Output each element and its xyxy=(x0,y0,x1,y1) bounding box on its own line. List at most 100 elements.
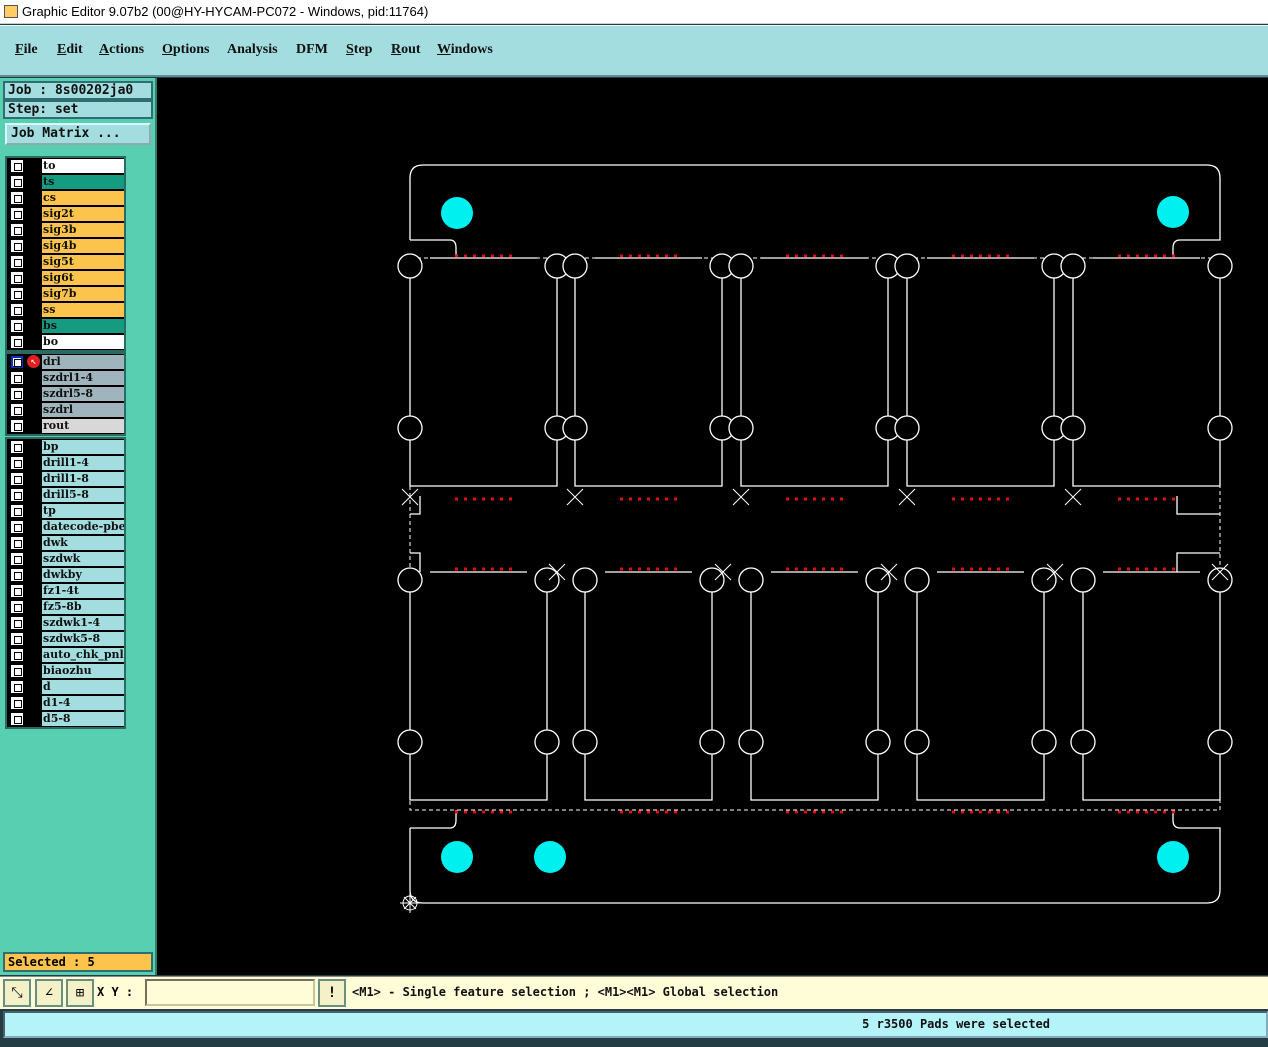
layer-checkbox[interactable] xyxy=(10,600,24,614)
layer-row[interactable]: sig5t xyxy=(7,254,124,270)
layer-checkbox[interactable] xyxy=(10,552,24,566)
layer-name[interactable]: rout xyxy=(42,419,124,433)
layer-name[interactable]: ss xyxy=(42,303,124,317)
layer-name[interactable]: szdwk5-8 xyxy=(42,632,124,646)
layer-name[interactable]: drl xyxy=(42,355,124,369)
layer-checkbox[interactable] xyxy=(10,303,24,317)
menu-actions[interactable]: Actions xyxy=(99,42,145,57)
alert-button[interactable]: ! xyxy=(318,979,346,1007)
layer-name[interactable]: sig2t xyxy=(42,207,124,221)
layer-row[interactable]: bs xyxy=(7,318,124,334)
layer-name[interactable]: biaozhu xyxy=(42,664,124,678)
layer-row[interactable]: sig7b xyxy=(7,286,124,302)
layer-checkbox[interactable] xyxy=(10,271,24,285)
layer-row[interactable]: d5-8 xyxy=(7,711,124,727)
layer-name[interactable]: d5-8 xyxy=(42,712,124,726)
layer-row[interactable]: ts xyxy=(7,174,124,190)
layer-row[interactable]: datecode-pbe xyxy=(7,519,124,535)
layer-name[interactable]: sig3b xyxy=(42,223,124,237)
layer-row[interactable]: szdrl5-8 xyxy=(7,386,124,402)
layer-name[interactable]: d1-4 xyxy=(42,696,124,710)
layer-name[interactable]: szdwk1-4 xyxy=(42,616,124,630)
layer-checkbox[interactable] xyxy=(10,712,24,726)
layer-name[interactable]: dwkby xyxy=(42,568,124,582)
layer-name[interactable]: d xyxy=(42,680,124,694)
layer-checkbox[interactable] xyxy=(10,355,24,369)
menu-file[interactable]: File xyxy=(15,42,38,57)
layer-name[interactable]: szdrl5-8 xyxy=(42,387,124,401)
layer-name[interactable]: sig6t xyxy=(42,271,124,285)
layer-name[interactable]: bo xyxy=(42,335,124,349)
layer-name[interactable]: fz1-4t xyxy=(42,584,124,598)
zoom-fit-button[interactable]: ⤡ xyxy=(3,979,31,1007)
menu-step[interactable]: Step xyxy=(346,42,373,57)
layer-checkbox[interactable] xyxy=(10,664,24,678)
layer-row[interactable]: ss xyxy=(7,302,124,318)
layer-row[interactable]: sig4b xyxy=(7,238,124,254)
panel-drawing[interactable] xyxy=(157,78,1268,975)
layer-checkbox[interactable] xyxy=(10,648,24,662)
layer-name[interactable]: drill1-4 xyxy=(42,456,124,470)
layer-checkbox[interactable] xyxy=(10,239,24,253)
layer-name[interactable]: bs xyxy=(42,319,124,333)
layer-row[interactable]: ↖drl xyxy=(7,354,124,370)
layer-name[interactable]: datecode-pbe xyxy=(42,520,124,534)
layer-checkbox[interactable] xyxy=(10,488,24,502)
layer-name[interactable]: szdwk xyxy=(42,552,124,566)
layer-row[interactable]: drill1-4 xyxy=(7,455,124,471)
layer-name[interactable]: bp xyxy=(42,440,124,454)
layer-row[interactable]: drill5-8 xyxy=(7,487,124,503)
layer-name[interactable]: sig7b xyxy=(42,287,124,301)
layer-checkbox[interactable] xyxy=(10,387,24,401)
menu-options[interactable]: Options xyxy=(162,42,210,57)
layer-checkbox[interactable] xyxy=(10,696,24,710)
job-matrix-button[interactable]: Job Matrix ... xyxy=(5,123,151,145)
layer-checkbox[interactable] xyxy=(10,419,24,433)
layer-checkbox[interactable] xyxy=(10,207,24,221)
menu-dfm[interactable]: DFM xyxy=(296,42,328,57)
layer-checkbox[interactable] xyxy=(10,456,24,470)
layer-row[interactable]: sig6t xyxy=(7,270,124,286)
layer-row[interactable]: drill1-8 xyxy=(7,471,124,487)
measure-button[interactable]: ∠ xyxy=(35,979,63,1007)
layer-row[interactable]: sig2t xyxy=(7,206,124,222)
layer-name[interactable]: tp xyxy=(42,504,124,518)
layer-row[interactable]: szdrl1-4 xyxy=(7,370,124,386)
layer-name[interactable]: fz5-8b xyxy=(42,600,124,614)
layer-checkbox[interactable] xyxy=(10,287,24,301)
layer-checkbox[interactable] xyxy=(10,223,24,237)
layer-checkbox[interactable] xyxy=(10,319,24,333)
layer-name[interactable]: drill1-8 xyxy=(42,472,124,486)
layer-row[interactable]: to xyxy=(7,158,124,174)
layer-checkbox[interactable] xyxy=(10,335,24,349)
layer-checkbox[interactable] xyxy=(10,371,24,385)
layer-name[interactable]: szdrl xyxy=(42,403,124,417)
layer-name[interactable]: to xyxy=(42,159,124,173)
layer-row[interactable]: sig3b xyxy=(7,222,124,238)
layer-name[interactable]: dwk xyxy=(42,536,124,550)
layer-checkbox[interactable] xyxy=(10,175,24,189)
layer-name[interactable]: szdrl1-4 xyxy=(42,371,124,385)
layer-row[interactable]: szdwk5-8 xyxy=(7,631,124,647)
layer-name[interactable]: sig4b xyxy=(42,239,124,253)
layer-checkbox[interactable] xyxy=(10,191,24,205)
layer-row[interactable]: szdwk1-4 xyxy=(7,615,124,631)
layer-row[interactable]: bo xyxy=(7,334,124,350)
layer-row[interactable]: szdrl xyxy=(7,402,124,418)
layer-row[interactable]: dwkby xyxy=(7,567,124,583)
layer-checkbox[interactable] xyxy=(10,680,24,694)
layer-row[interactable]: auto_chk_pnl xyxy=(7,647,124,663)
layer-row[interactable]: fz5-8b xyxy=(7,599,124,615)
layer-row[interactable]: cs xyxy=(7,190,124,206)
layer-row[interactable]: d xyxy=(7,679,124,695)
layer-checkbox[interactable] xyxy=(10,159,24,173)
layer-name[interactable]: cs xyxy=(42,191,124,205)
layer-checkbox[interactable] xyxy=(10,584,24,598)
layer-name[interactable]: sig5t xyxy=(42,255,124,269)
graphic-canvas[interactable] xyxy=(157,78,1268,975)
layer-row[interactable]: biaozhu xyxy=(7,663,124,679)
layer-checkbox[interactable] xyxy=(10,520,24,534)
xy-input[interactable] xyxy=(145,979,315,1006)
layer-checkbox[interactable] xyxy=(10,568,24,582)
menu-rout[interactable]: Rout xyxy=(391,42,421,57)
